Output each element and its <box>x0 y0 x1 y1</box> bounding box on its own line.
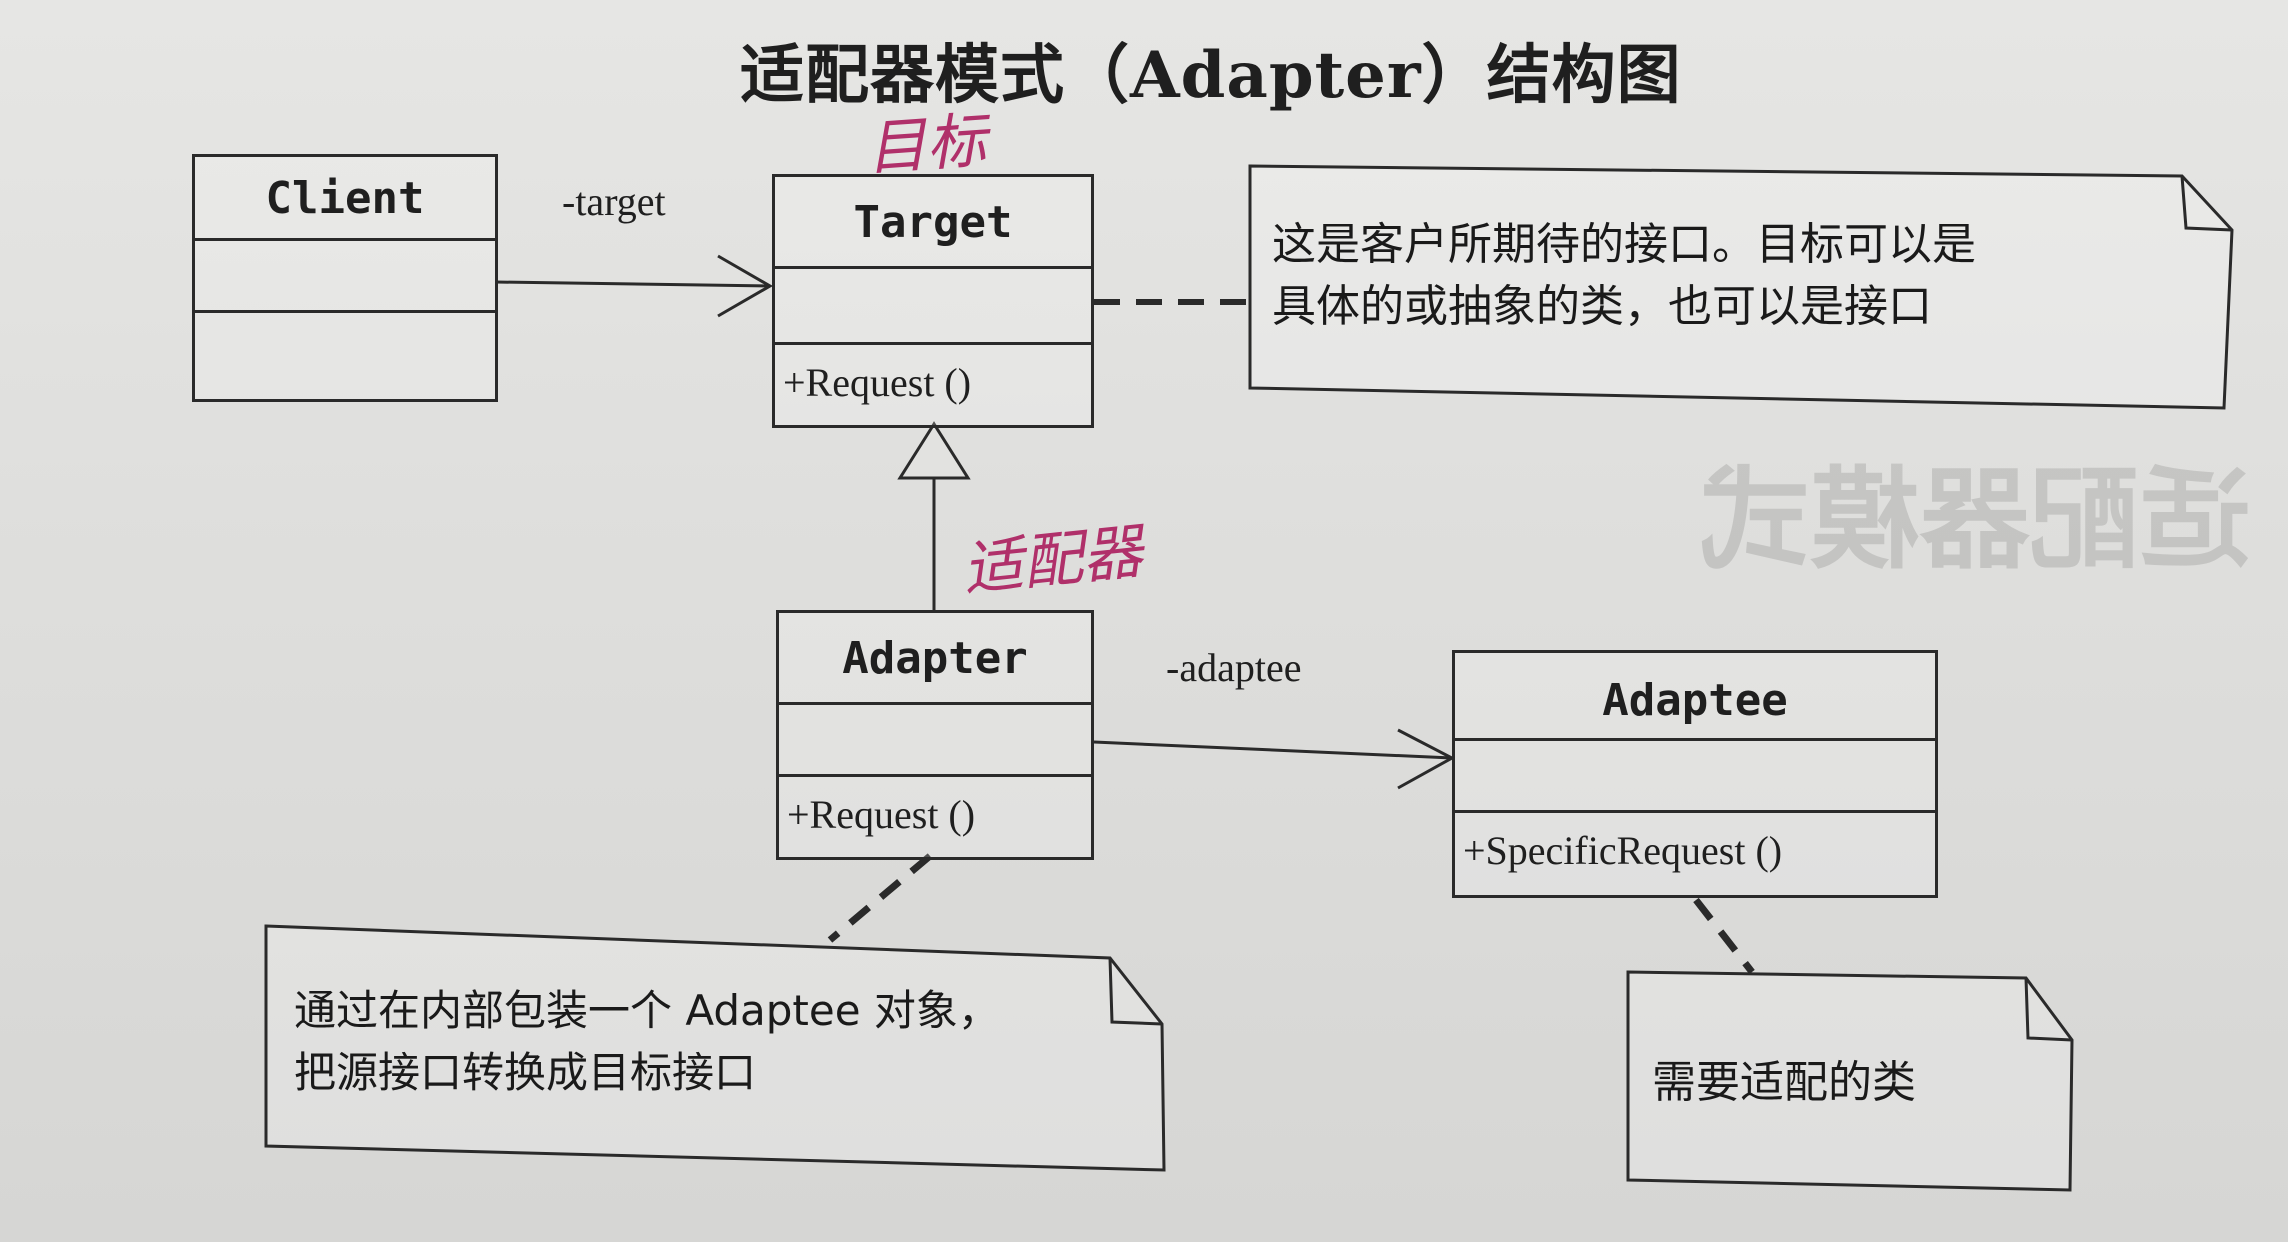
diagram-title: 适配器模式（Adapter）结构图 <box>740 38 1682 113</box>
client-target-arrowhead <box>717 254 774 318</box>
adaptee-note-fold <box>2024 977 2073 1042</box>
target-attributes-compartment <box>775 269 1091 345</box>
adaptee-operation: +SpecificRequest () <box>1463 828 1783 873</box>
adaptee-role-label: -adaptee <box>1166 645 1302 690</box>
adaptee-note-dashed <box>1693 897 1755 975</box>
adapter-adaptee-association <box>1093 740 1453 760</box>
target-operation: +Request () <box>783 360 972 405</box>
adapter-note-outline <box>264 924 1166 1172</box>
adaptee-attributes-compartment <box>1455 741 1935 813</box>
adapter-class: Adapter +Request () <box>776 610 1094 860</box>
adaptee-note-outline <box>1626 970 2074 1192</box>
adapter-note-text: 通过在内部包装一个 Adaptee 对象， 把源接口转换成目标接口 <box>294 980 1154 1104</box>
target-role-label: -target <box>562 179 666 224</box>
client-operations-compartment <box>195 313 495 399</box>
adapter-operation: +Request () <box>787 792 976 837</box>
client-class: Client <box>192 154 498 402</box>
target-note-line: 这是客户所期待的接口。目标可以是 <box>1272 219 1976 270</box>
adapter-attributes-compartment <box>779 705 1091 777</box>
adapter-note-dashed <box>827 853 933 943</box>
adapter-note-line: 把源接口转换成目标接口 <box>294 1048 757 1097</box>
adapter-note-fold <box>1108 957 1163 1026</box>
generalization-triangle <box>897 421 971 480</box>
adaptee-note-text: 需要适配的类 <box>1652 1052 2052 1114</box>
client-attributes-compartment <box>195 241 495 313</box>
target-note-line: 具体的或抽象的类，也可以是接口 <box>1272 281 1932 332</box>
handwritten-target-annotation: 目标 <box>864 105 989 185</box>
target-note-outline <box>1248 164 2234 410</box>
adaptee-class: Adaptee +SpecificRequest () <box>1452 650 1938 898</box>
target-note-text: 这是客户所期待的接口。目标可以是 具体的或抽象的类，也可以是接口 <box>1272 214 2202 338</box>
client-class-name: Client <box>195 157 495 241</box>
client-target-association <box>495 280 771 288</box>
adaptee-class-name: Adaptee <box>1455 653 1935 741</box>
target-class: Target +Request () <box>772 174 1094 428</box>
target-class-name: Target <box>775 177 1091 269</box>
adaptee-note-line: 需要适配的类 <box>1652 1057 1916 1108</box>
adapter-note-line: 通过在内部包装一个 Adaptee 对象， <box>294 986 1000 1035</box>
adapter-class-name: Adapter <box>779 613 1091 705</box>
target-note-fold <box>2180 175 2233 232</box>
